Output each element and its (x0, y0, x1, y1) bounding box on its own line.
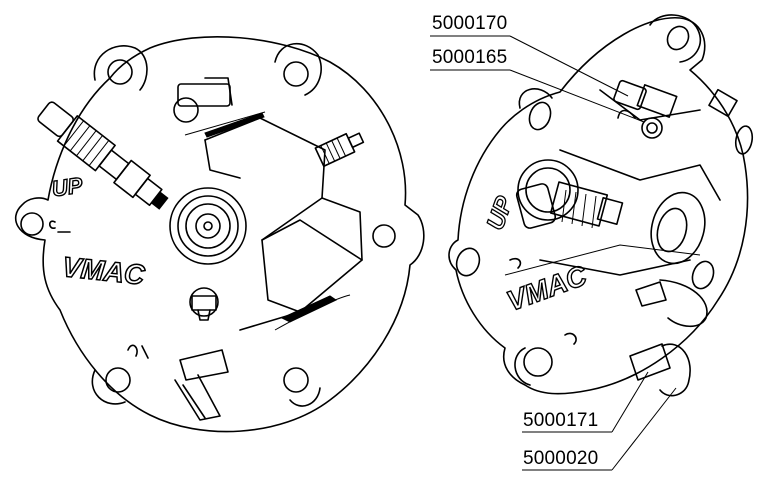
part-label-5000165: 5000165 (432, 47, 508, 68)
iso-up-mark: UP (482, 192, 519, 233)
part-label-5000171: 5000171 (523, 410, 599, 431)
front-view-housing (14, 36, 425, 433)
front-vmac-logo: VMAC (61, 251, 147, 291)
part-label-5000170: 5000170 (432, 13, 508, 34)
iso-vmac-logo: VMAC (503, 259, 592, 317)
front-up-mark: UP (50, 172, 84, 201)
leader-lines (430, 35, 677, 471)
part-label-5000020: 5000020 (523, 448, 599, 469)
